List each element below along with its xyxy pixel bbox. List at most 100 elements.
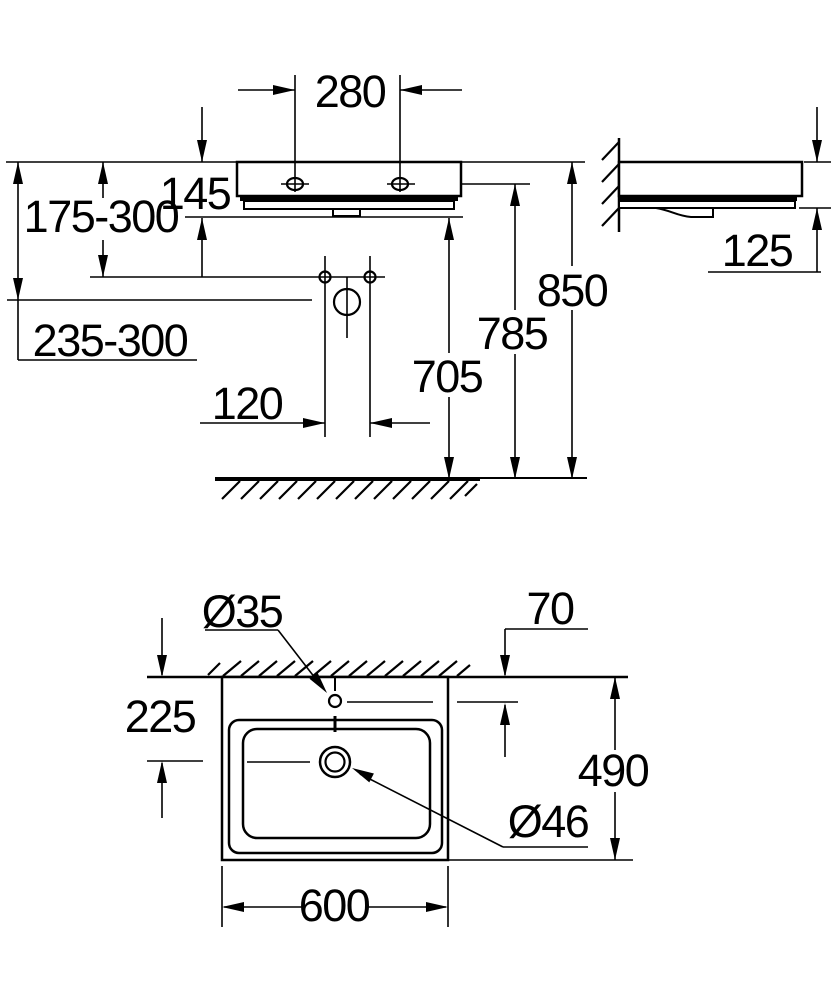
arrowhead [510, 457, 520, 479]
hatch-line [601, 163, 620, 183]
arrowhead [98, 255, 108, 277]
dim-label-d35: Ø35 [202, 586, 283, 637]
arrowhead [370, 418, 392, 428]
dimension-225: 225 [125, 618, 203, 818]
hatch-line [276, 660, 296, 677]
hatch-line [384, 660, 404, 677]
arrowhead [13, 278, 23, 300]
hatch-line [354, 480, 374, 500]
hatch-line [240, 480, 260, 500]
basin-front-seal-band [240, 196, 458, 201]
hatch-line [366, 660, 386, 677]
dim-label-145: 145 [160, 168, 231, 219]
hatch-line [258, 660, 278, 677]
tap-hole-top [327, 693, 343, 709]
hatch-line [240, 660, 260, 677]
dimension-785: 785 [462, 183, 549, 479]
arrowhead [157, 761, 167, 783]
hatch-line [430, 480, 450, 500]
arrowhead [309, 672, 327, 693]
dimension-600: 600 [221, 866, 449, 931]
arrowhead [510, 184, 520, 206]
drain-outer-circle [318, 745, 352, 779]
top-view: Ø35 Ø46 70 [125, 583, 651, 931]
arrowhead [444, 457, 454, 479]
dimension-490: 490 [448, 677, 650, 861]
hatch-line [316, 480, 336, 500]
hatch-line [312, 660, 332, 677]
arrowhead [13, 162, 23, 184]
hatch-line [335, 480, 355, 500]
supply-connection-left [318, 270, 332, 284]
dim-label-705: 705 [412, 351, 483, 402]
dimension-125: 125 [708, 107, 831, 276]
arrowhead [567, 162, 577, 184]
dim-label-235-300: 235-300 [33, 315, 188, 366]
dim-label-d46: Ø46 [508, 796, 589, 847]
arrowhead [610, 838, 620, 860]
arrowhead [303, 418, 325, 428]
dim-label-120: 120 [212, 378, 283, 429]
trap-outlet-circle [332, 287, 362, 317]
drain-inner-circle [324, 751, 346, 773]
arrowhead [197, 140, 207, 162]
arrowhead [157, 655, 167, 677]
hatch-line [420, 660, 440, 677]
supply-and-trap [318, 256, 377, 437]
basin-side-drain-profile [655, 207, 714, 218]
hatch-line [456, 664, 471, 677]
dimension-235-300: 235-300 [7, 162, 312, 366]
dimension-280: 280 [238, 66, 462, 192]
arrowhead [500, 703, 510, 725]
hatch-line [464, 483, 478, 497]
hatch-line [601, 185, 620, 205]
hatch-line [297, 480, 317, 500]
basin-side-body [617, 160, 804, 198]
basin-front-underside [243, 200, 455, 210]
arrowhead [812, 140, 822, 162]
arrowhead [812, 208, 822, 230]
dim-label-175-300: 175-300 [24, 191, 179, 242]
arrowhead [567, 457, 577, 479]
hatch-line [373, 480, 393, 500]
arrowhead [197, 218, 207, 240]
hatch-line [438, 660, 458, 677]
callout-drain-diameter: Ø46 [352, 768, 590, 848]
dimension-850: 850 [537, 162, 609, 479]
arrowhead [98, 162, 108, 184]
hatch-line [207, 662, 221, 676]
hatch-line [411, 480, 431, 500]
arrowhead [222, 902, 244, 912]
hatch-line [221, 480, 241, 500]
dim-label-785: 785 [477, 308, 548, 359]
basin-front-body [235, 160, 463, 198]
arrowhead [500, 655, 510, 677]
leader-line [359, 773, 504, 848]
basin-side-seal-band [619, 196, 797, 201]
hatch-line [278, 480, 298, 500]
dim-label-280: 280 [315, 66, 386, 117]
supply-connection-right [363, 270, 377, 284]
hatch-line [294, 660, 314, 677]
arrowhead [400, 85, 422, 95]
hatch-line [330, 660, 350, 677]
dim-label-125: 125 [722, 225, 793, 276]
drain [247, 745, 352, 779]
hatch-line [449, 480, 469, 500]
hatch-line [222, 660, 242, 677]
hatch-line [402, 660, 422, 677]
arrowhead [444, 218, 454, 240]
dimension-145: 145 [160, 107, 463, 277]
arrowhead [273, 85, 295, 95]
arrowhead [426, 902, 448, 912]
dim-label-600: 600 [299, 880, 370, 931]
wall-hatching [601, 141, 620, 227]
dimension-120: 120 [200, 378, 430, 429]
hatch-line [348, 660, 368, 677]
dim-label-490: 490 [578, 745, 649, 796]
dimension-175-300: 175-300 [24, 162, 385, 278]
dimension-70: 70 [500, 583, 588, 757]
floor [215, 477, 587, 500]
arrowhead [352, 768, 374, 783]
